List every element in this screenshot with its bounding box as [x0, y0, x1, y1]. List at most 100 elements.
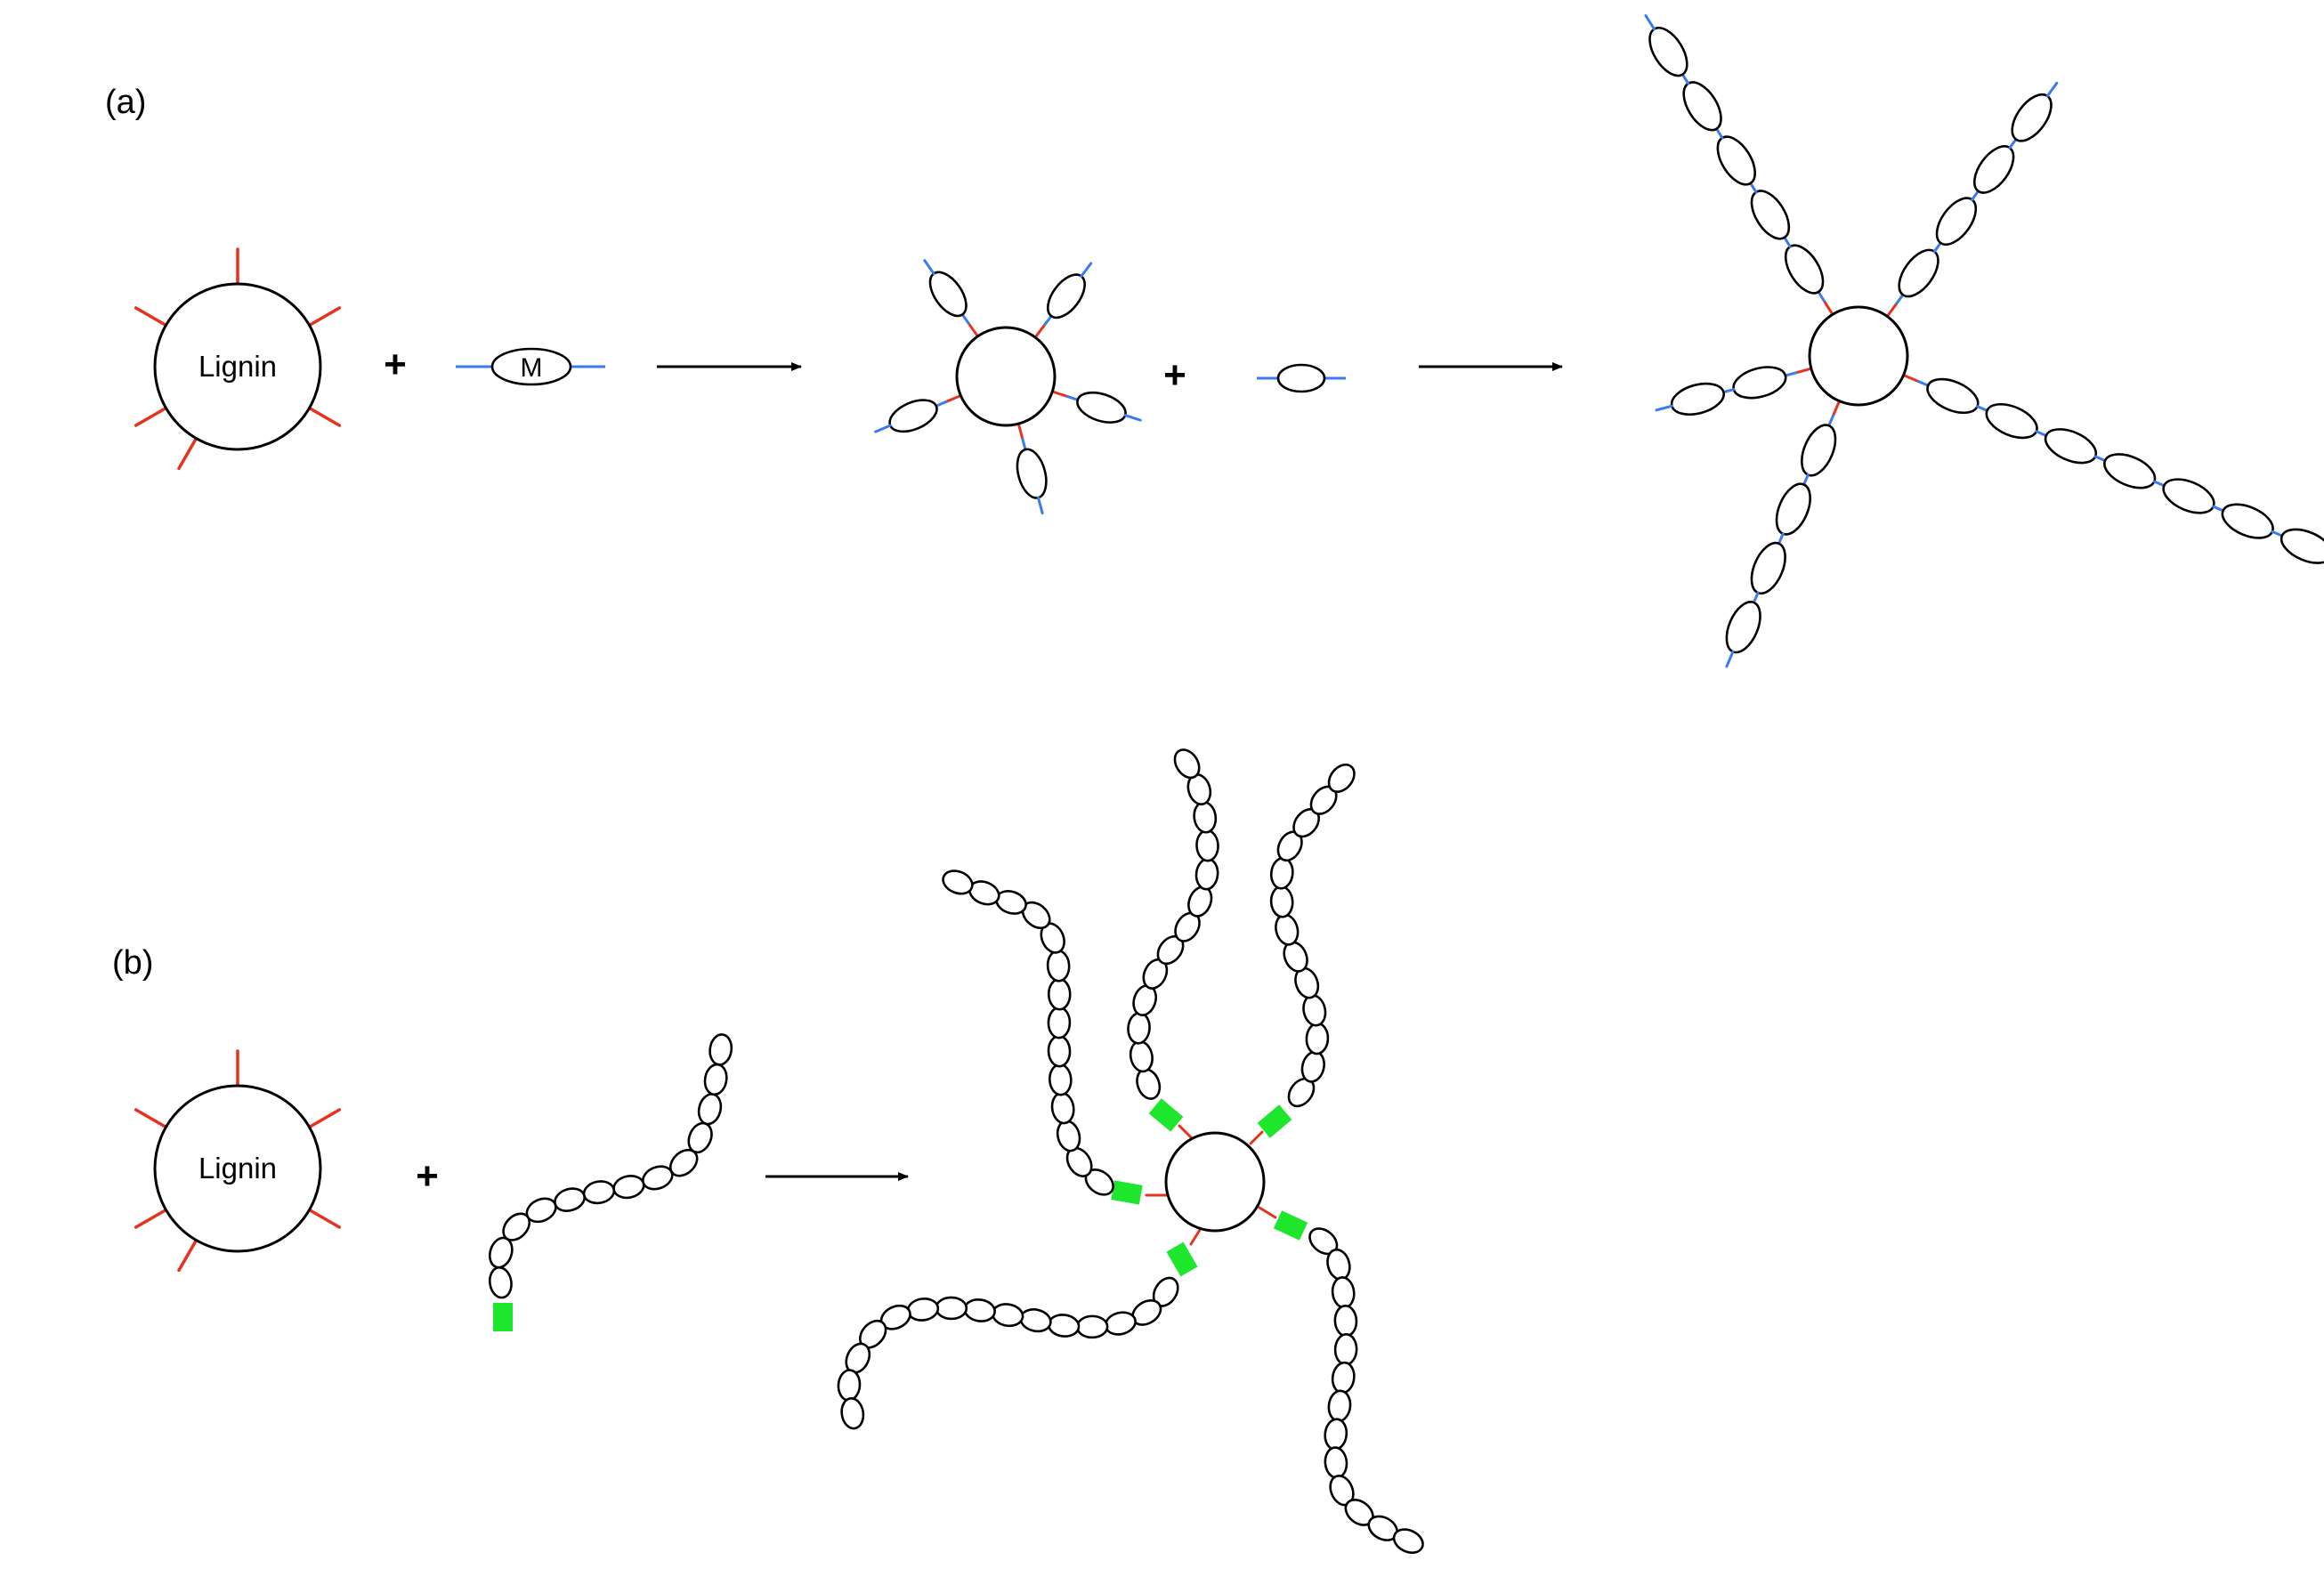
polymer-unit [1136, 1068, 1162, 1100]
monomer-unit [2103, 453, 2157, 489]
monomer-unit [1732, 366, 1787, 400]
polymer-unit [1327, 1389, 1352, 1423]
monomer-unit [1935, 197, 1978, 247]
polymer-unit [906, 1297, 940, 1322]
monomer-unit [1046, 273, 1086, 319]
monomer-bond [1680, 73, 1690, 85]
panel-b-plus: + [416, 1154, 439, 1198]
reactive-site-line [177, 435, 199, 471]
monomer-bond [935, 400, 948, 408]
linker-bond [1249, 1130, 1264, 1145]
end-group-block [1257, 1104, 1292, 1138]
polymer-unit [991, 1303, 1024, 1328]
polymer-unit [709, 1033, 733, 1066]
monomer-unit [2279, 528, 2324, 564]
monomer-bond [1080, 262, 1093, 278]
panel-b-grafted-polymer [837, 748, 1424, 1554]
polymer-unit [1047, 977, 1072, 1011]
reactive-sites [134, 247, 342, 471]
polymer-unit [1127, 1012, 1151, 1045]
monomer-unit [1716, 135, 1756, 186]
monomer-bond [2008, 137, 2018, 150]
monomer-unit [1801, 424, 1837, 477]
free-monomer-ellipse [1276, 363, 1326, 393]
polymer-unit [1050, 1091, 1075, 1125]
end-group-block [1148, 1098, 1184, 1132]
polymer-unit [1129, 1039, 1154, 1073]
end-group-block [1273, 1210, 1308, 1241]
core-circle [955, 326, 1057, 427]
polymer-unit [1193, 801, 1218, 834]
panel-a-star-polymer [1644, 14, 2324, 668]
panel-b-label: (b) [112, 944, 153, 982]
linker-bond [1822, 299, 1834, 316]
reactive-site-line [306, 1108, 342, 1130]
monomer-unit [1016, 448, 1048, 499]
reactive-site-line [306, 405, 342, 427]
preformed-polymer-chain [488, 1033, 733, 1331]
monomer-bond [1752, 591, 1760, 604]
linker-bond [1033, 323, 1047, 339]
monomer-bond [1021, 438, 1027, 451]
lignin-circle [153, 282, 322, 451]
lignin-circle [153, 1084, 322, 1253]
reactive-site-line [134, 306, 169, 328]
monomer-unit [1076, 391, 1127, 424]
polymer-unit [1194, 857, 1219, 891]
monomer-bond [1043, 314, 1053, 327]
monomer-bond [2212, 505, 2225, 513]
end-group-block [1111, 1180, 1143, 1205]
reactive-site-line [306, 1207, 342, 1229]
monomer-unit [1670, 382, 1725, 416]
polymer-unit [1047, 1006, 1072, 1039]
grafted-chains [837, 748, 1424, 1554]
monomer-label: M [521, 353, 543, 383]
polymer-unit [1331, 1276, 1356, 1309]
polymer-unit [488, 1266, 513, 1299]
polymer-unit [837, 1369, 862, 1402]
linker-bond [1258, 1206, 1277, 1219]
polymer-unit [612, 1175, 645, 1200]
linker-bond [1831, 400, 1842, 417]
monomer-bond [2271, 530, 2284, 538]
monomer-unit [1775, 482, 1811, 536]
monomer-unit [2011, 93, 2053, 142]
linker-bond [1885, 302, 1899, 319]
end-group-block [493, 1303, 513, 1331]
panel-a-plus-1: + [384, 343, 407, 386]
polymer-unit [697, 1093, 723, 1126]
linker-bond [1016, 422, 1024, 441]
monomer-bond [1721, 388, 1736, 394]
monomer-bond [2045, 81, 2059, 98]
lignin-label: Lignin [198, 1152, 277, 1185]
monomer-bond [1749, 182, 1758, 194]
monomer-bond [1895, 293, 1905, 305]
monomer-bond [1065, 395, 1080, 401]
reactive-site-line [177, 1237, 199, 1273]
monomer-unit [1750, 190, 1791, 240]
panel-b-lignin-core: Lignin [134, 1049, 342, 1273]
monomer-bond [1655, 404, 1673, 412]
monomer-unit [1784, 244, 1825, 295]
linker-bond [967, 321, 979, 338]
polymer-unit [1333, 1304, 1358, 1338]
monomer-ellipse [490, 347, 572, 386]
monomer-bond [2093, 455, 2107, 463]
free-monomer [1257, 363, 1346, 393]
linker-bond [1794, 367, 1813, 375]
monomer-bond [1802, 473, 1810, 487]
polymer-unit [1048, 1063, 1073, 1096]
polymer-unit [1327, 763, 1356, 793]
monomer-unit [1682, 81, 1722, 132]
polymer-unit [1324, 1446, 1348, 1479]
monomer-bond [1817, 290, 1826, 303]
linker-bond [1189, 1228, 1202, 1246]
monomer-bond [1784, 371, 1797, 377]
reactive-site-line [134, 1207, 169, 1229]
polymer-unit [1269, 885, 1294, 918]
monomer-bond [2152, 480, 2166, 488]
polymer-unit [1173, 748, 1201, 780]
monomer-bond [1123, 414, 1142, 422]
reactive-site-line [306, 306, 342, 328]
